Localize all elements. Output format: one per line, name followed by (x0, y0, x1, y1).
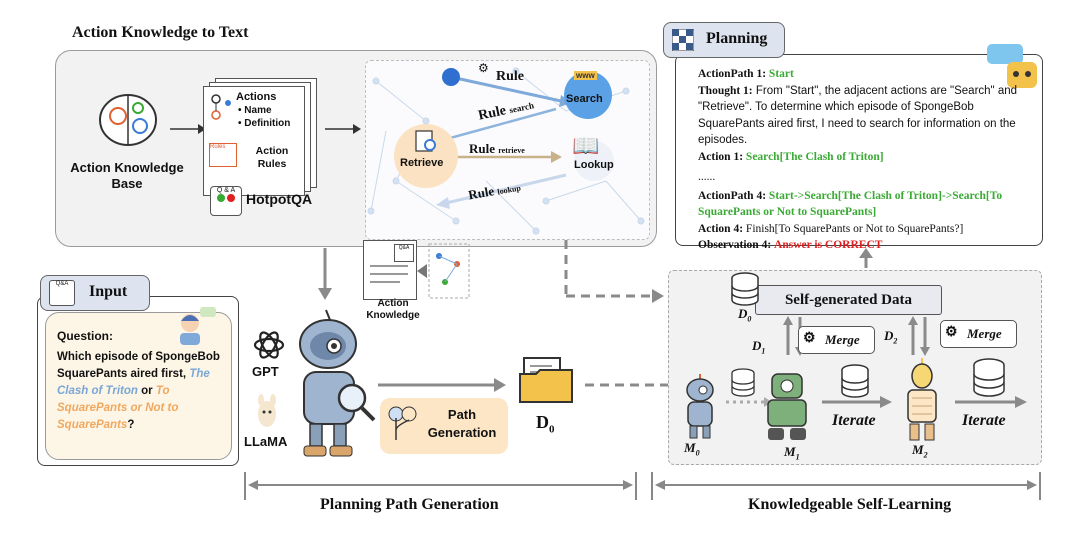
planning-label: Planning (706, 30, 768, 47)
retrieve-document-icon (415, 130, 436, 152)
network-icon: ⚙ (945, 325, 958, 340)
question-box: Question: Which episode of SpongeBob Squ… (45, 307, 232, 460)
database-icon (731, 368, 755, 397)
input-label: Input (89, 283, 128, 300)
hotpotqa-label: HotpotQA (246, 191, 313, 207)
arrow-right-icon (325, 124, 361, 134)
action-1: Action 1: Search[The Clash of Triton] (698, 150, 884, 163)
m2-label: M2 (912, 442, 928, 460)
folder-icon (519, 357, 573, 403)
robot-m0-icon (686, 374, 714, 439)
thought-1: Thought 1: From "Start", the adjacent ac… (698, 84, 1018, 147)
rule-retrieve-label: Rule retrieve (469, 141, 525, 156)
path-generation-box: Path Generation (380, 398, 508, 454)
iterate-label-1: Iterate (832, 412, 876, 429)
rule-label: Rule (496, 69, 524, 84)
action-path-1: ActionPath 1: Start (698, 68, 794, 80)
robot-magnifier-icon (299, 309, 376, 457)
section-title-action-knowledge: Action Knowledge to Text (72, 24, 249, 41)
checkerboard-icon (672, 29, 694, 51)
gpt-logo-icon (253, 331, 285, 359)
m1-label: M1 (784, 444, 800, 462)
llama-label: LLaMA (244, 434, 288, 449)
input-label-box: Q&A Input (40, 275, 150, 311)
robot-m1-icon (767, 373, 807, 440)
qa-icon: Q & A (210, 186, 242, 216)
llama-icon (258, 394, 276, 427)
question-label: Question: (57, 329, 113, 343)
kb-label: Action Knowledge Base (70, 160, 184, 191)
iterate-arrow-2 (955, 396, 1027, 408)
action-flow-icon (211, 94, 231, 120)
action-4: Action 4: Finish[To SquarePants or Not t… (698, 222, 964, 235)
merge-box-2: ⚙ Merge (940, 320, 1017, 348)
merge-box-1: ⚙ Merge (798, 326, 875, 354)
action-knowledge-doc-icon: Q&A (363, 240, 417, 300)
robot-m2-icon (907, 358, 937, 441)
lookup-node-label: Lookup (574, 159, 614, 171)
branch-arrows-icon (388, 406, 417, 440)
bullet-definition: • Definition (238, 118, 291, 129)
network-icon: ⚙ (478, 61, 489, 75)
database-icon (731, 272, 759, 306)
ellipsis: ...... (698, 171, 716, 183)
arrow-right-icon (170, 124, 206, 134)
action-rules-label: Action Rules (255, 145, 289, 170)
question-text: Which episode of SpongeBob SquarePants a… (57, 351, 220, 431)
observation-4: Observation 4: Answer is CORRECT (698, 239, 883, 251)
book-icon: 📖 (572, 133, 600, 158)
planning-output-box (675, 54, 1043, 246)
network-icon: ⚙ (803, 331, 816, 346)
path-generation-label: Path Generation (427, 407, 497, 440)
dotted-arrow (726, 397, 772, 407)
mini-graph-icon (417, 243, 470, 299)
option-1-text: The Clash of Triton (57, 368, 210, 397)
iterate-label-2: Iterate (962, 412, 1006, 429)
retrieve-node-label: Retrieve (400, 157, 444, 169)
self-generated-data-box: Self-generated Data (755, 285, 942, 315)
database-icon (973, 358, 1005, 397)
footer-planning-path-generation: Planning Path Generation (320, 496, 499, 513)
rules-icon: Rules (209, 143, 237, 167)
iterate-arrow-1 (822, 396, 892, 408)
action-knowledge-label: Action Knowledge (366, 298, 420, 321)
d2-label: D2 (884, 328, 898, 346)
brain-gears-icon (99, 94, 157, 146)
footer-knowledgeable-self-learning: Knowledgeable Self-Learning (748, 496, 952, 513)
d1-label: D1 (752, 338, 766, 356)
database-icon (841, 364, 869, 398)
search-node-label: Search (566, 93, 603, 105)
www-icon: www (574, 71, 597, 80)
bullet-name: • Name (238, 105, 272, 116)
gpt-label: GPT (252, 364, 279, 379)
qa-icon: Q&A (49, 280, 75, 306)
option-2-text: To SquarePants or Not to SquarePants (57, 385, 179, 431)
action-document: Actions • Name • Definition Rules Action… (203, 86, 305, 196)
robot-chat-icon (987, 44, 1037, 88)
planning-label-box: Planning (663, 22, 785, 58)
d0-self-label: D0 (738, 306, 752, 324)
action-knowledge-graph: ⚙ Rule Rule search Rule retrieve Rule lo… (365, 60, 650, 240)
actions-heading: Actions (236, 91, 277, 103)
person-avatar-icon (180, 307, 216, 345)
action-path-4: ActionPath 4: Start->Search[The Clash of… (698, 189, 1003, 219)
planning-text: ActionPath 1: Start Thought 1: From "Sta… (698, 66, 1033, 254)
m0-label: M0 (684, 440, 700, 458)
d0-label: D0 (536, 412, 555, 436)
updown-arrows-2 (908, 316, 930, 356)
